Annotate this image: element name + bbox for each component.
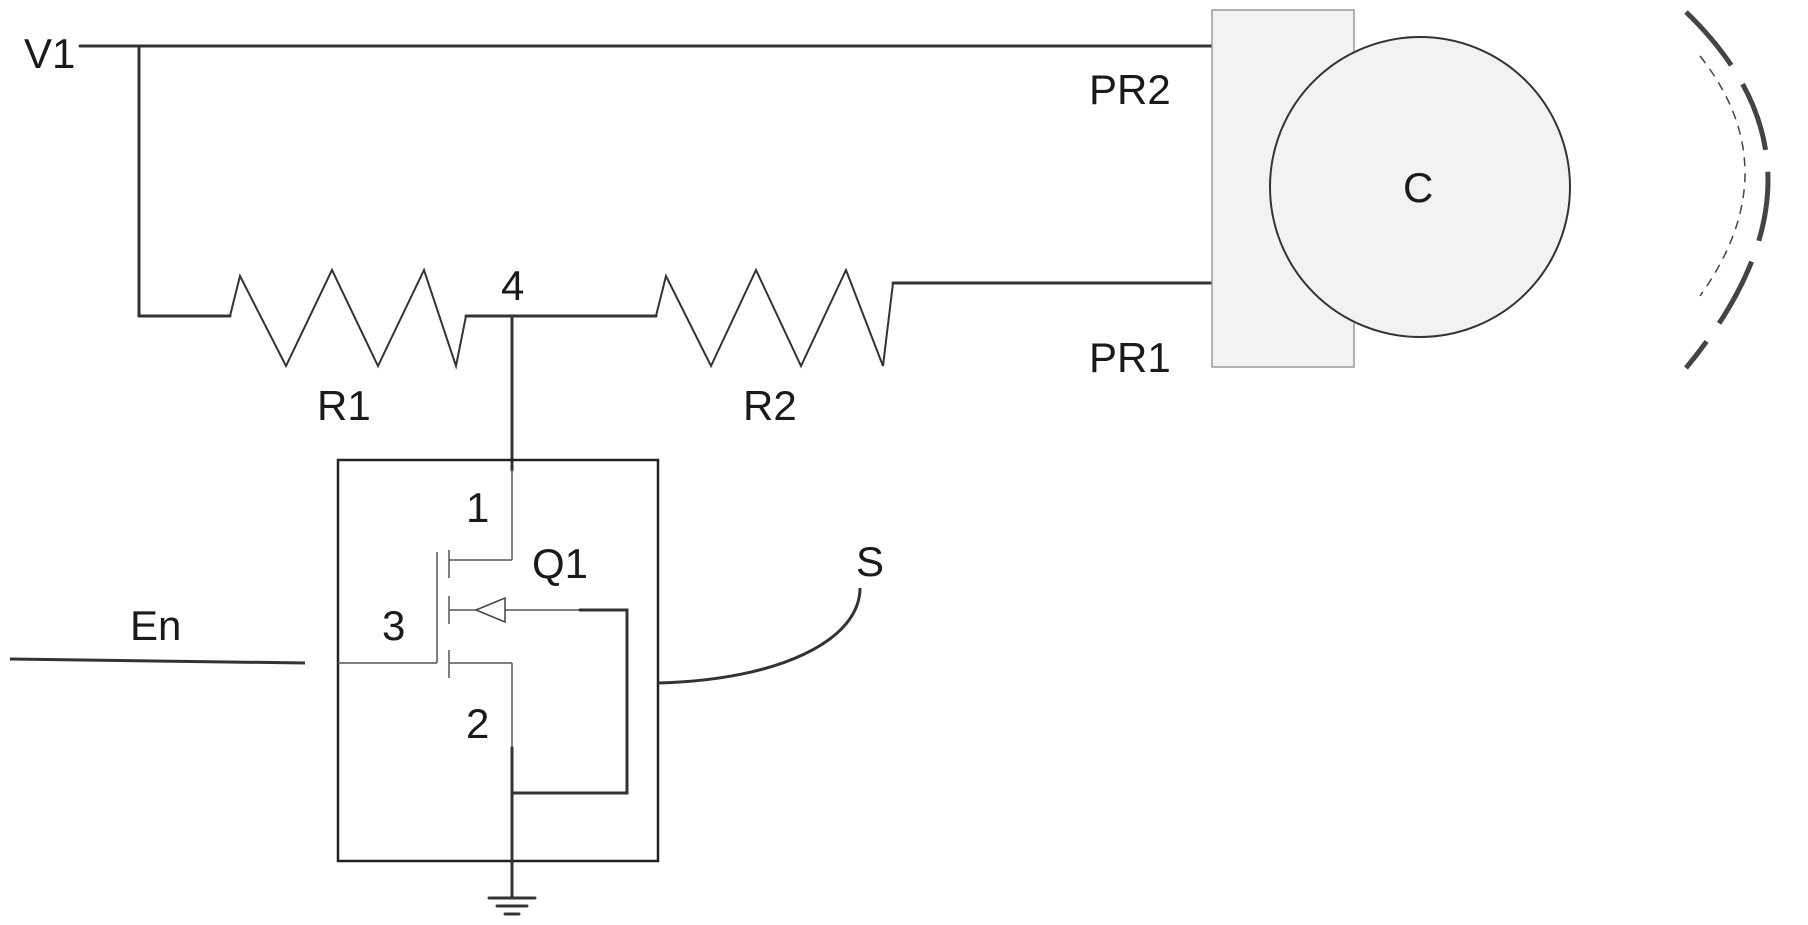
resistor-r1 bbox=[229, 267, 467, 370]
label-node-4: 4 bbox=[501, 262, 524, 309]
q1-package bbox=[336, 458, 660, 863]
label-c: C bbox=[1403, 164, 1433, 211]
label-pin-1: 1 bbox=[466, 484, 489, 531]
wire-en bbox=[9, 657, 306, 665]
label-pr2: PR2 bbox=[1089, 66, 1171, 113]
body-tie-wire bbox=[510, 608, 629, 795]
label-r1: R1 bbox=[317, 382, 371, 429]
label-pr1: PR1 bbox=[1089, 334, 1171, 381]
label-q1: Q1 bbox=[532, 540, 588, 587]
component-c-body bbox=[1269, 36, 1571, 338]
label-pin-3: 3 bbox=[382, 602, 405, 649]
label-pin-2: 2 bbox=[466, 700, 489, 747]
label-s: S bbox=[856, 538, 884, 585]
label-v1: V1 bbox=[24, 30, 75, 77]
resistor-r2 bbox=[655, 267, 894, 369]
mosfet-arrow bbox=[474, 596, 506, 624]
wave-arc-inner bbox=[1699, 55, 1746, 297]
wave-arc-outer bbox=[1684, 10, 1771, 370]
label-en: En bbox=[130, 602, 181, 649]
label-r2: R2 bbox=[743, 382, 797, 429]
wire-s bbox=[657, 587, 862, 685]
